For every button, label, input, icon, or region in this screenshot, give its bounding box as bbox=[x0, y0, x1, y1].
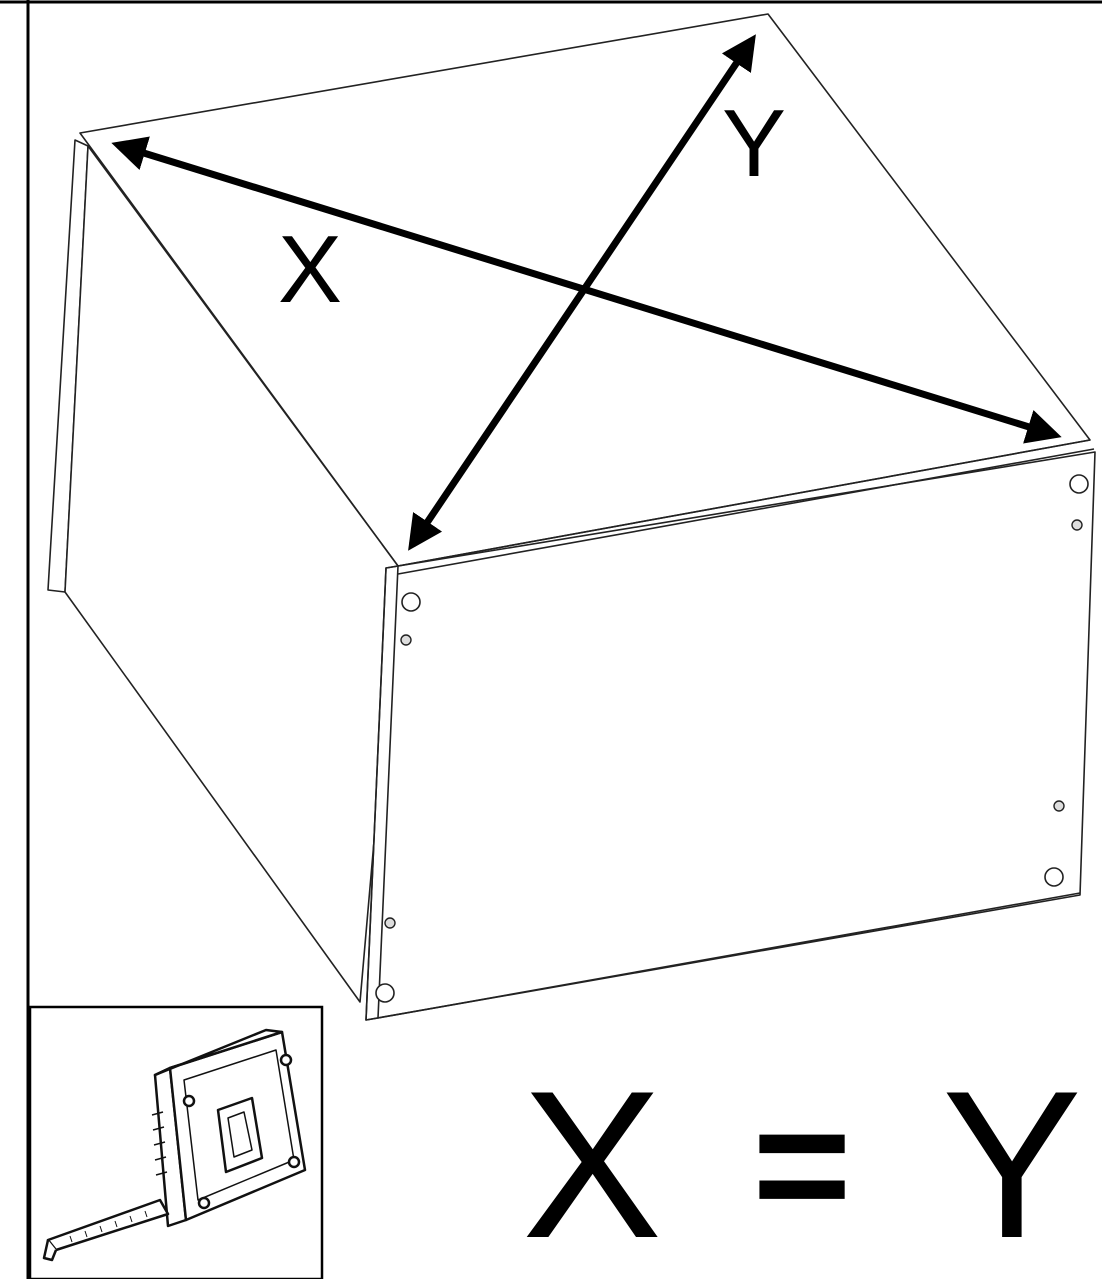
hole bbox=[401, 592, 421, 612]
diagonal-x-label: X bbox=[278, 216, 343, 323]
hole bbox=[1069, 474, 1089, 494]
screw bbox=[384, 917, 396, 929]
screw bbox=[1053, 800, 1065, 812]
diagonal-y-arrow bbox=[408, 34, 756, 551]
equation: X = Y bbox=[522, 1060, 1082, 1270]
tape-measure-icon bbox=[42, 1028, 307, 1262]
front-panel-screws bbox=[384, 519, 1083, 929]
front-panel-holes bbox=[375, 474, 1089, 1003]
diagonal-arrows bbox=[111, 34, 1062, 551]
equation-operator: = bbox=[752, 1070, 852, 1260]
equation-left: X bbox=[522, 1047, 663, 1282]
screw bbox=[400, 634, 412, 646]
cabinet-box bbox=[47, 13, 1096, 1021]
tape-measure-inset bbox=[28, 1005, 324, 1279]
hole bbox=[1044, 867, 1064, 887]
hole bbox=[375, 983, 395, 1003]
diagonal-y-label: Y bbox=[722, 90, 787, 197]
equation-right: Y bbox=[941, 1047, 1082, 1282]
screw bbox=[1071, 519, 1083, 531]
